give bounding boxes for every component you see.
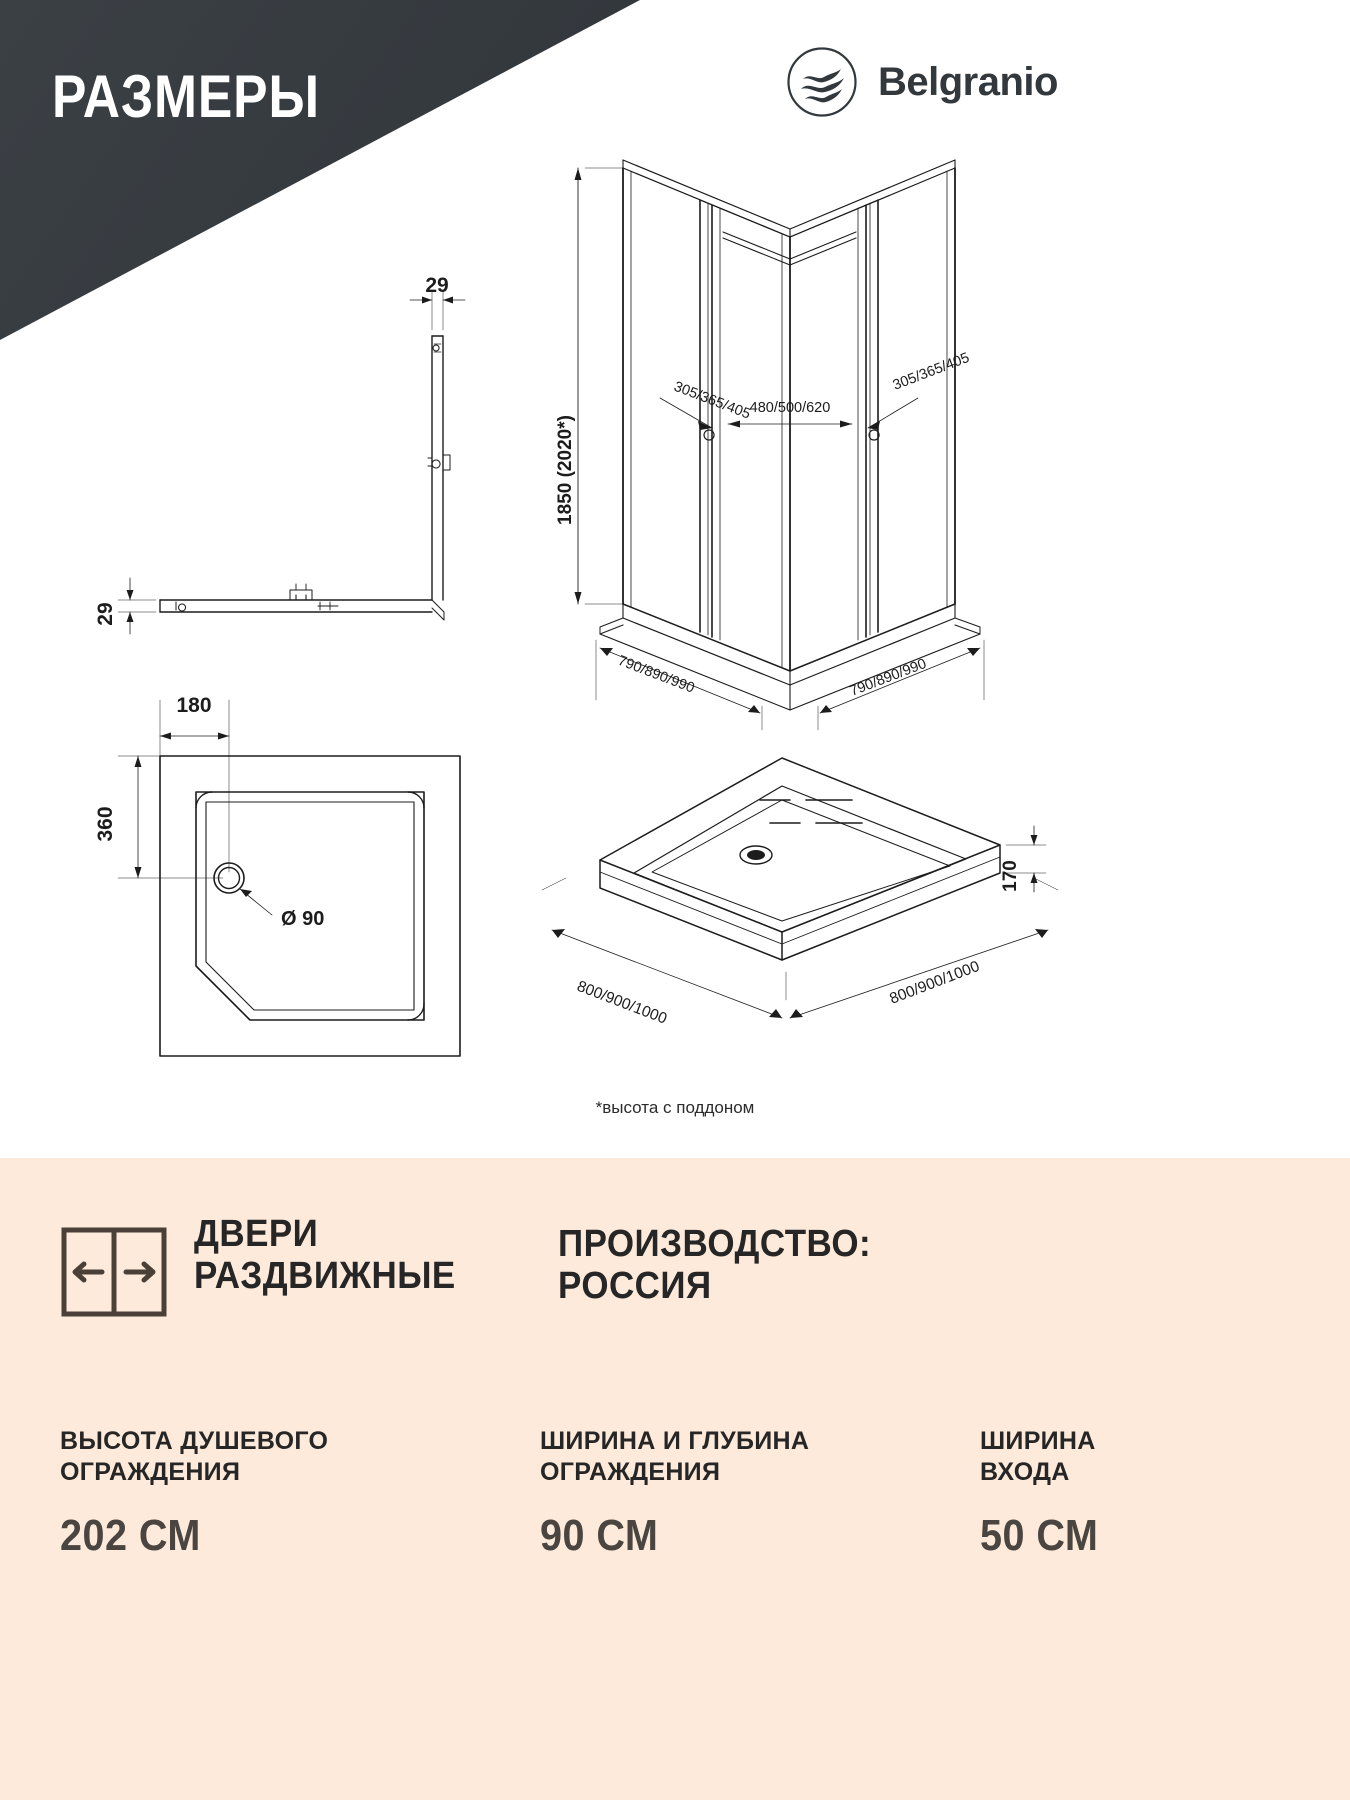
spec-enclosure-width-depth: ШИРИНА И ГЛУБИНА ОГРАЖДЕНИЯ 90 СМ [540,1426,980,1561]
drawings-svg: 1850 (2020*) 305/365/405 480/500/620 305… [94,159,1059,1057]
enclosure-door-center-label: 480/500/620 [750,400,831,416]
doors-type-label: ДВЕРИ РАЗДВИЖНЫЕ [194,1213,456,1298]
spec-enclosure-height: ВЫСОТА ДУШЕВОГО ОГРАЖДЕНИЯ 202 СМ [60,1426,540,1561]
origin-line-2: РОССИЯ [558,1264,712,1307]
origin-block: ПРОИЗВОДСТВО: РОССИЯ [558,1214,871,1394]
spec-label: ШИРИНА ВХОДА [980,1426,1290,1489]
spec-label-line-2: ВХОДА [980,1458,1070,1487]
specs-row: ВЫСОТА ДУШЕВОГО ОГРАЖДЕНИЯ 202 СМ ШИРИНА… [0,1426,1350,1561]
spec-label-line-1: ШИРИНА И ГЛУБИНА [540,1427,810,1455]
tray-width-iso-label: 800/900/1000 [887,958,982,1008]
enclosure-panel-right-label: 305/365/405 [891,350,972,394]
waves-circle-icon [787,47,857,117]
brand-name: Belgranio [878,59,1058,104]
sliding-doors-icon [61,1227,167,1317]
tray-height-label: 360 [94,806,117,841]
tray-isometric-drawing [599,757,1001,933]
spec-label-line-2: ОГРАЖДЕНИЯ [540,1458,721,1487]
spec-label-line-2: ОГРАЖДЕНИЯ [60,1458,241,1487]
brand-logo: Belgranio [786,46,1058,118]
profile-top-label: 29 [425,274,448,297]
header-banner: РАЗМЕРЫ [0,0,1350,340]
profile-corner-drawing [117,289,466,635]
enclosure-base-left-label: 790/890/990 [616,653,697,697]
spec-entrance-width: ШИРИНА ВХОДА 50 СМ [980,1426,1290,1561]
profile-side-label: 29 [94,602,117,625]
spec-label-line-1: ВЫСОТА ДУШЕВОГО [60,1427,329,1455]
header-dark-wedge [0,0,640,340]
footnote-text: *высота с поддоном [595,1098,755,1117]
spec-value: 90 СМ [540,1510,659,1560]
origin-line-1: ПРОИЗВОДСТВО: [558,1223,872,1265]
spec-label-line-1: ШИРИНА [980,1427,1096,1455]
technical-drawings: 1850 (2020*) 305/365/405 480/500/620 305… [94,159,1059,1057]
tray-depth-label: 800/900/1000 [575,978,670,1028]
tray-isometric-body [541,785,1059,1019]
tray-width-label: 180 [176,694,211,717]
spec-value: 202 СМ [60,1510,201,1560]
spec-value: 50 СМ [980,1510,1099,1560]
enclosure-height-label: 1850 (2020*) [555,415,576,525]
doors-type-block: ДВЕРИ РАЗДВИЖНЫЕ [60,1213,550,1394]
enclosure-isometric-drawing [574,159,985,731]
doors-title-line-1: ДВЕРИ [194,1213,319,1255]
spec-label: ВЫСОТА ДУШЕВОГО ОГРАЖДЕНИЯ [60,1426,540,1489]
page-title: РАЗМЕРЫ [52,63,320,130]
spec-label: ШИРИНА И ГЛУБИНА ОГРАЖДЕНИЯ [540,1426,980,1489]
enclosure-base-right-label: 790/890/990 [848,656,929,700]
tray-drain-label: Ø 90 [281,908,324,930]
tray-thickness-label: 170 [1000,860,1021,892]
info-panel: ДВЕРИ РАЗДВИЖНЫЕ ПРОИЗВОДСТВО: РОССИЯ ВЫ… [0,1158,1350,1800]
info-top-row: ДВЕРИ РАЗДВИЖНЫЕ ПРОИЗВОДСТВО: РОССИЯ [0,1213,1350,1394]
doors-title-line-2: РАЗДВИЖНЫЕ [194,1254,456,1297]
tray-top-view-drawing [117,699,461,1057]
